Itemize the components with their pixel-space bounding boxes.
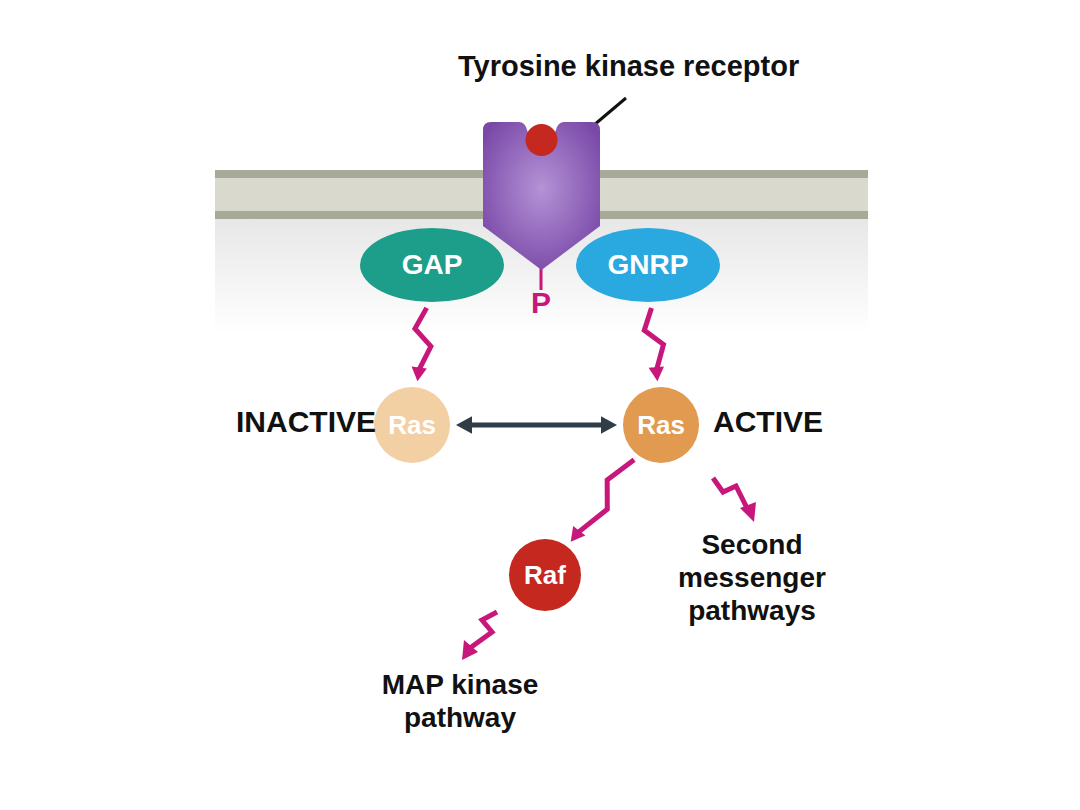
arrowhead [456, 416, 472, 434]
receptor-shape [483, 122, 600, 272]
pathway-label: Second messenger pathways [642, 528, 862, 627]
node-text: Ras [637, 410, 685, 441]
receptor-shape: Tyrosine kinase receptor [483, 122, 600, 272]
node-text: Raf [524, 560, 566, 591]
arrowhead [571, 526, 586, 542]
ligand [526, 124, 558, 156]
inactive-ras-circle [374, 387, 450, 463]
arrowhead [462, 640, 478, 660]
arrowhead [740, 502, 756, 522]
node-text: ACTIVE [713, 405, 823, 439]
activation-arrow [578, 460, 635, 533]
phosphate-label: P [521, 285, 561, 320]
raf-circle [509, 539, 581, 611]
raf-circle: Raf [509, 539, 581, 611]
node-text: GNRP [608, 249, 689, 281]
node-text: GAP [402, 249, 463, 281]
leader-line [594, 98, 626, 125]
gap-ellipse: GAP [360, 228, 504, 302]
receptor-body [483, 122, 600, 270]
activation-arrow [415, 308, 431, 370]
pathway-label: MAP kinase pathway [340, 668, 580, 734]
gnrp-ellipse [576, 228, 720, 302]
arrowhead [412, 366, 427, 381]
arrowhead [601, 416, 617, 434]
equilibrium-arrow [469, 423, 604, 428]
inactive-ras-circle: INACTIVERas [374, 387, 450, 463]
node-text: INACTIVE [236, 405, 376, 439]
active-ras-circle: RasACTIVE [623, 387, 699, 463]
activation-arrow [644, 308, 663, 370]
node-text: Ras [388, 410, 436, 441]
arrowhead [649, 367, 664, 382]
gnrp-ellipse: GNRP [576, 228, 720, 302]
gap-ellipse [360, 228, 504, 302]
node-text: Tyrosine kinase receptor [458, 50, 799, 83]
active-ras-circle [623, 387, 699, 463]
